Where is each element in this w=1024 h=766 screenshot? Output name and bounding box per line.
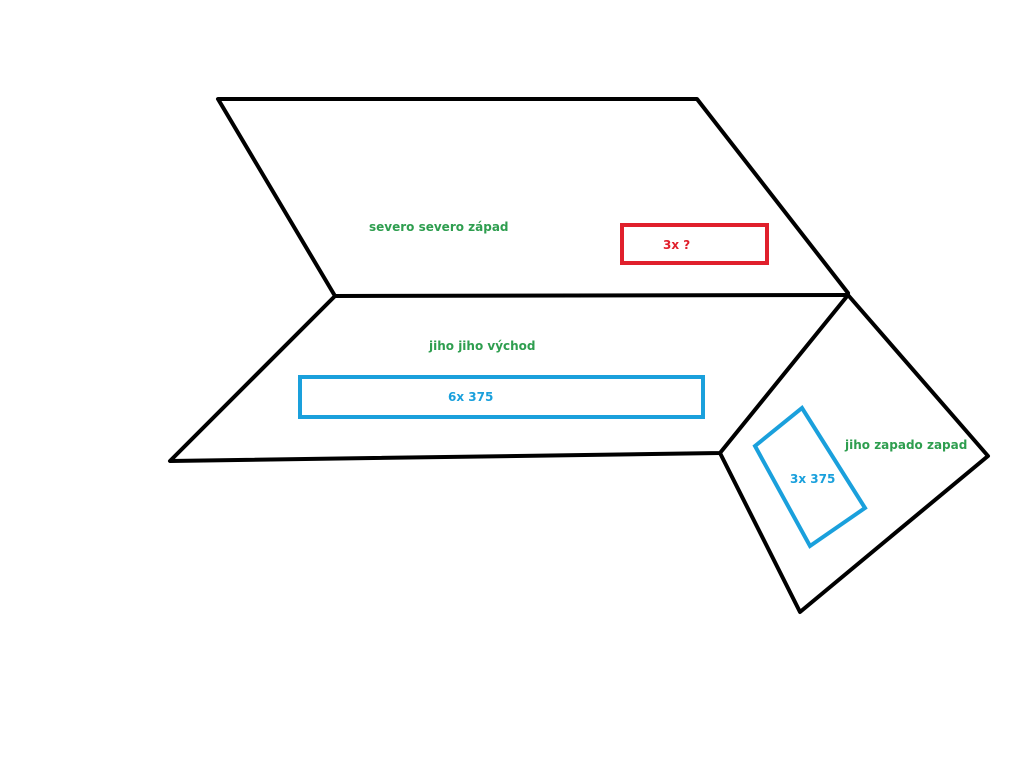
roof-outline (168, 97, 990, 614)
roof-section-jjv-outline (168, 293, 850, 463)
roof-section-ssz-outline (216, 97, 850, 298)
region-label-jjv: jiho jiho východ (428, 339, 536, 353)
panel-group-3x375-box (752, 405, 868, 549)
region-label-ssz: severo severo západ (369, 220, 509, 234)
panel-group-unknown-box (620, 223, 769, 265)
panel-group-3x375-label: 3x 375 (790, 472, 835, 486)
roof-ridge-line (333, 293, 850, 298)
panel-group-3x375: 3x 375 (752, 405, 868, 549)
panel-group-unknown: 3x ? (620, 223, 769, 265)
panel-group-6x375-label: 6x 375 (448, 390, 493, 404)
panel-group-6x375-box (298, 375, 705, 419)
roof-section-jzz-outline (718, 293, 990, 614)
panel-group-6x375: 6x 375 (298, 375, 705, 419)
region-label-jzz: jiho zapado zapad (844, 438, 967, 452)
panel-group-unknown-label: 3x ? (663, 238, 690, 252)
